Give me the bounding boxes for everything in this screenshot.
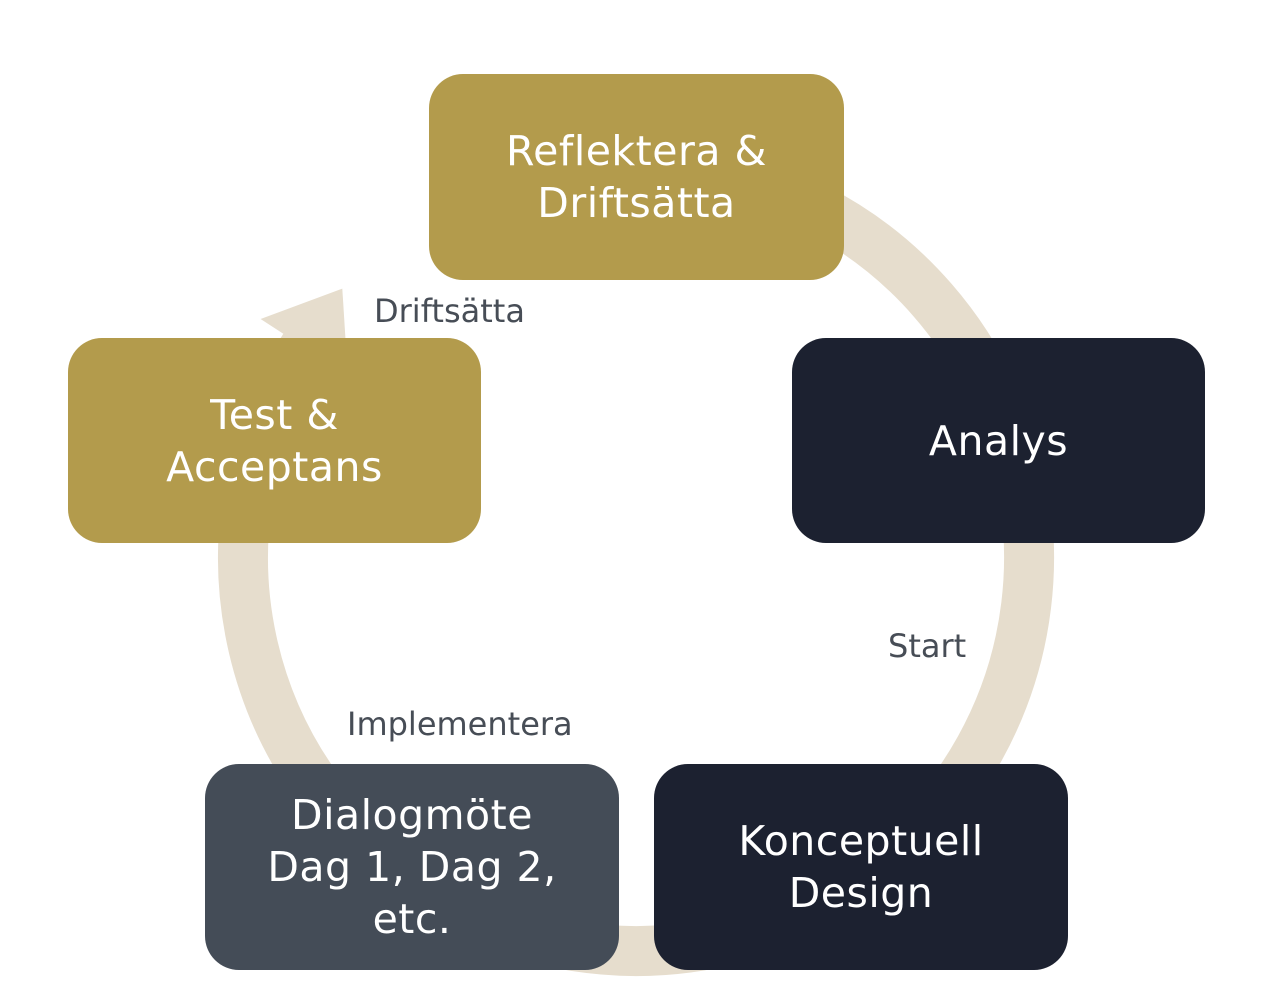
step-reflektera-driftsatta: Reflektera & Driftsätta	[429, 74, 844, 280]
step-konceptuell-design-label: Konceptuell Design	[738, 817, 984, 917]
step-konceptuell-design: Konceptuell Design	[654, 764, 1068, 970]
step-dialogmote: Dialogmöte Dag 1, Dag 2, etc.	[205, 764, 619, 970]
step-test-acceptans: Test & Acceptans	[68, 338, 481, 543]
step-analys: Analys	[792, 338, 1205, 543]
step-dialogmote-label: Dialogmöte Dag 1, Dag 2, etc.	[267, 791, 557, 943]
phase-label-implementera: Implementera	[347, 705, 573, 743]
phase-label-driftsatta: Driftsätta	[374, 292, 525, 330]
phase-label-start: Start	[888, 627, 967, 665]
step-reflektera-driftsatta-label: Reflektera & Driftsätta	[506, 127, 767, 227]
step-analys-label: Analys	[928, 416, 1069, 465]
step-test-acceptans-label: Test & Acceptans	[166, 390, 383, 491]
